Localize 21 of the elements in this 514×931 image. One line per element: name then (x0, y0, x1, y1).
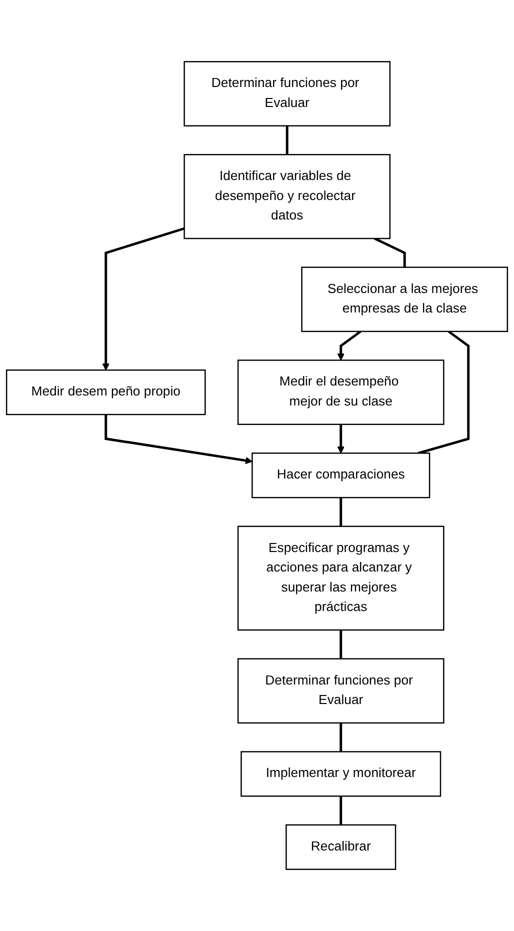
arrow (337, 424, 344, 454)
node-box: Seleccionar a las mejores empresas de la clase (301, 266, 508, 332)
node-box: Determinar funciones por Evaluar (237, 658, 444, 724)
connector (374, 237, 406, 268)
node-box: Identificar variables de desempeño y recolectar datos (184, 154, 391, 240)
connector (340, 630, 342, 659)
connector (340, 498, 342, 526)
node-box: Especificar programas y acciones para alcanzar y superar las mejores prácticas (237, 526, 444, 631)
connector (286, 126, 288, 155)
arrow (102, 227, 185, 370)
connector (340, 796, 342, 825)
connector (340, 722, 342, 752)
node-box: Determinar funciones por Evaluar (184, 61, 391, 126)
node-box: Medir desem peño propio (6, 369, 206, 416)
arrow (337, 330, 362, 361)
node-box: Hacer comparaciones (252, 452, 430, 498)
node-box: Recalibrar (286, 824, 396, 870)
node-box: Implementar y monitorear (240, 751, 442, 797)
node-box: Medir el desempeño mejor de su clase (237, 360, 444, 425)
arrow (104, 414, 253, 464)
connector (418, 330, 470, 454)
